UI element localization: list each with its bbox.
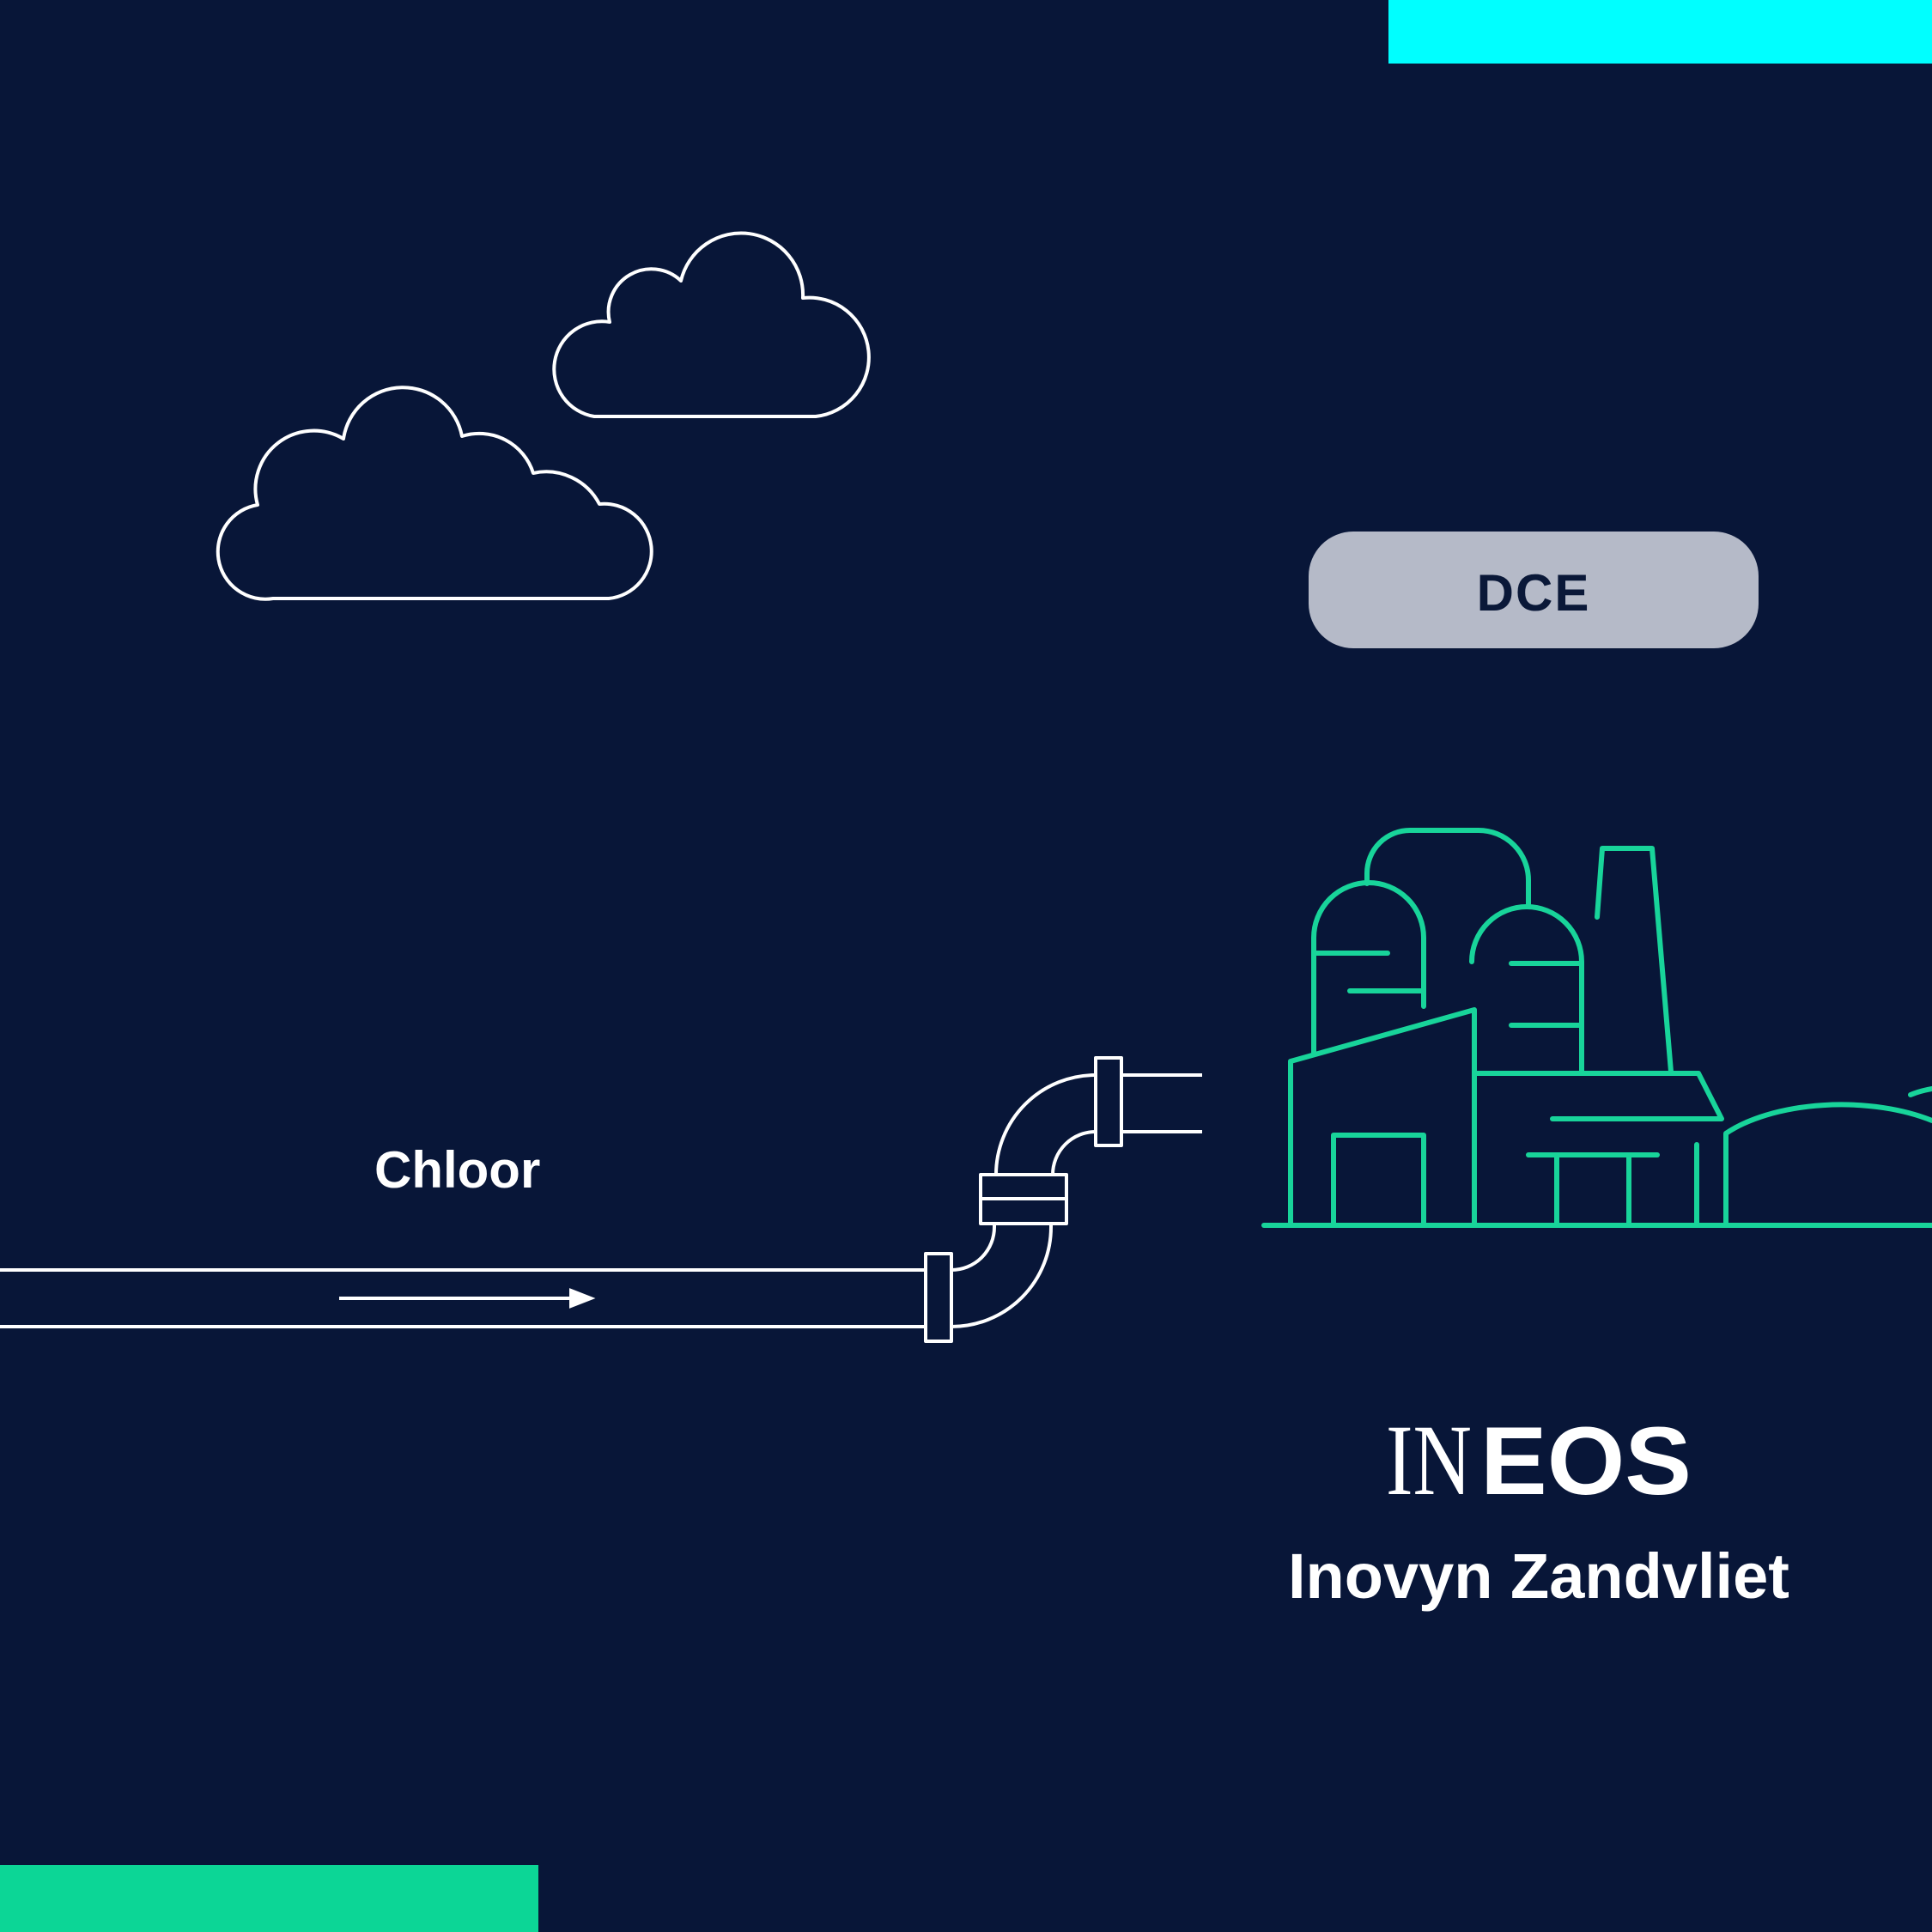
output-substance-badge: DCE: [1309, 532, 1759, 648]
site-name: Inovyn Zandvliet: [1288, 1540, 1789, 1612]
flow-arrow-icon: [339, 1288, 596, 1309]
accent-bar-bottom: [0, 1865, 538, 1932]
ineos-logo: IN EOS: [1386, 1415, 1692, 1499]
svg-text:IN: IN: [1386, 1415, 1472, 1499]
cloud-icon: [216, 386, 653, 601]
cloud-icon: [552, 231, 871, 418]
pipeline-icon: [0, 1056, 1202, 1343]
output-substance-label: DCE: [1476, 563, 1591, 622]
accent-bar-top: [1388, 0, 1932, 64]
svg-text:EOS: EOS: [1480, 1415, 1692, 1499]
input-substance-label: Chloor: [374, 1141, 541, 1199]
factory-icon: [1261, 828, 1932, 1228]
